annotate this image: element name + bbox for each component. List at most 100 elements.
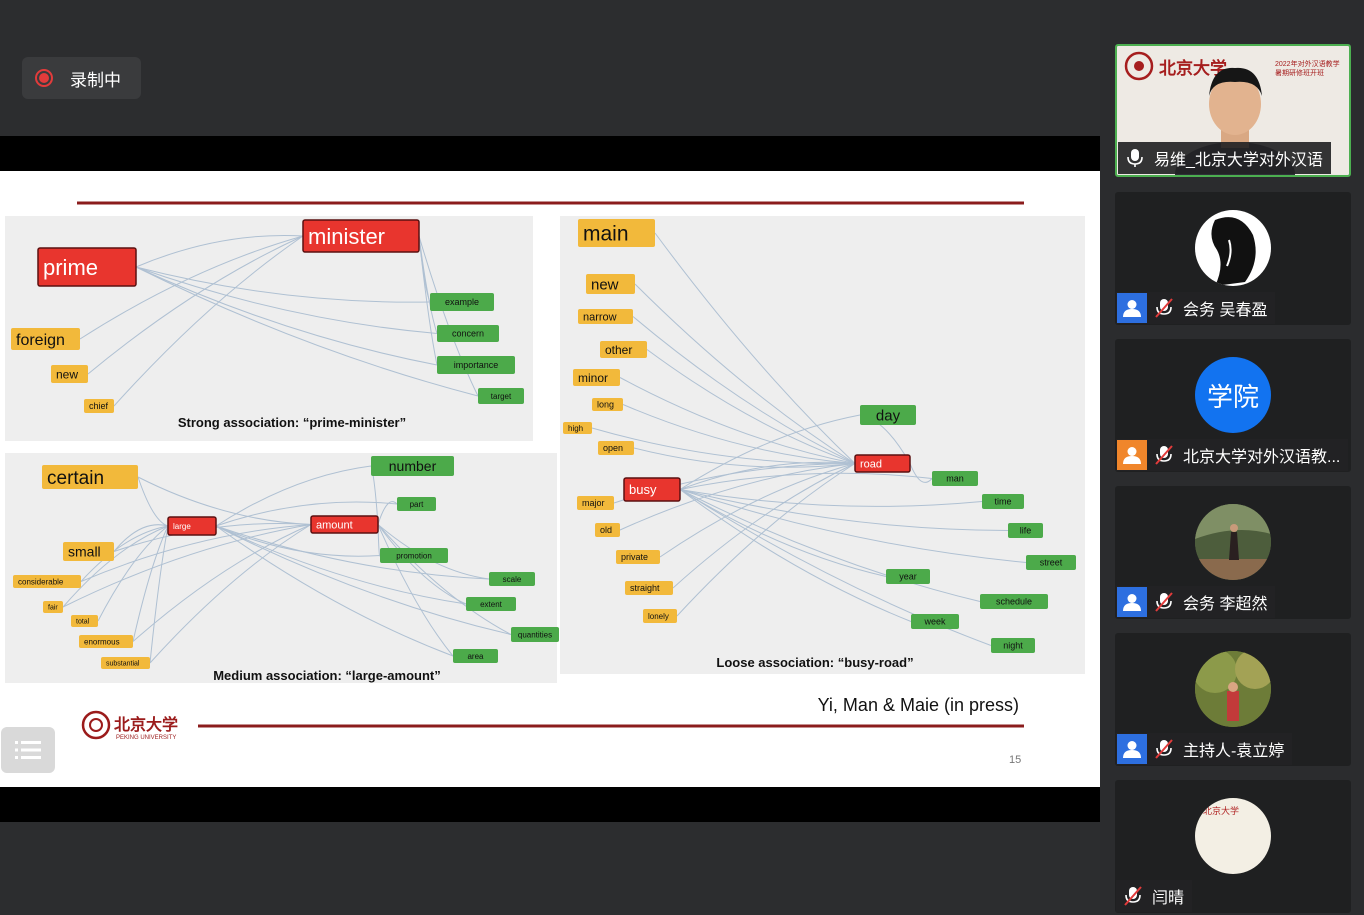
word-label: minor — [578, 371, 608, 385]
word-node-importance: importance — [437, 356, 515, 374]
participant-label: 主持人-袁立婷 — [1116, 733, 1293, 765]
word-label: open — [603, 443, 623, 453]
word-label: prime — [43, 255, 98, 280]
word-node-old: old — [595, 523, 620, 537]
letterbox-bottom — [0, 787, 1100, 822]
association-edge — [654, 232, 856, 464]
avatar: 北京大学 — [1195, 798, 1271, 874]
association-edge — [377, 501, 398, 525]
word-label: substantial — [106, 661, 140, 668]
participant-label: 北京大学对外汉语教... — [1116, 439, 1349, 471]
svg-text:暑期研修班开班: 暑期研修班开班 — [1275, 68, 1324, 77]
avatar — [1195, 210, 1271, 286]
association-edge — [62, 524, 312, 608]
association-edge — [619, 463, 856, 531]
word-node-small: small — [63, 542, 114, 561]
association-edge — [418, 235, 438, 366]
menu-button[interactable] — [1, 727, 55, 773]
recording-indicator[interactable]: 录制中 — [22, 57, 141, 99]
word-label: considerable — [18, 577, 64, 586]
user-icon — [1117, 440, 1147, 470]
word-node-enormous: enormous — [79, 635, 133, 648]
association-edge — [215, 525, 512, 635]
caption-loose: Loose association: “busy-road” — [716, 655, 913, 670]
participant-tile[interactable]: 学院 北京大学对外汉语教... — [1115, 339, 1351, 472]
word-label: promotion — [396, 551, 432, 560]
word-node-other: other — [600, 341, 647, 358]
word-node-man: man — [932, 471, 978, 486]
participant-name: 会务 李超然 — [1183, 596, 1268, 613]
word-node-day: day — [860, 405, 916, 425]
word-label: life — [1020, 526, 1032, 536]
user-icon — [1117, 734, 1147, 764]
association-edge — [135, 266, 479, 397]
word-label: schedule — [996, 597, 1032, 607]
association-edge — [135, 266, 438, 366]
citation: Yi, Man & Maie (in press) — [818, 695, 1019, 715]
caption-strong: Strong association: “prime-minister” — [178, 415, 406, 430]
association-edge — [646, 349, 856, 464]
word-label: certain — [47, 468, 104, 489]
svg-text:2022年对外汉语教学: 2022年对外汉语教学 — [1275, 59, 1340, 68]
recording-label: 录制中 — [70, 70, 121, 90]
participant-tile[interactable]: 主持人-袁立婷 — [1115, 633, 1351, 766]
association-nodes: primeministerforeignnewchiefexampleconce… — [11, 219, 1076, 669]
association-edge — [215, 525, 467, 605]
word-node-street: street — [1026, 555, 1076, 570]
word-label: new — [591, 276, 619, 293]
word-node-foreign: foreign — [11, 328, 80, 350]
word-label: total — [76, 619, 90, 626]
word-label: importance — [454, 360, 499, 370]
participant-tile-speaker[interactable]: 北京大学 2022年对外汉语教学 暑期研修班开班 易维_北京大学对外汉语 — [1115, 44, 1351, 177]
word-node-amount: amount — [310, 515, 379, 534]
association-edge — [135, 235, 304, 268]
word-node-private: private — [616, 550, 660, 564]
word-label: new — [56, 367, 78, 381]
word-label: foreign — [16, 332, 65, 349]
association-edge — [679, 489, 912, 622]
list-icon — [15, 741, 41, 759]
banner-title: 北京大学 — [1159, 58, 1227, 78]
mic-muted-icon — [1151, 589, 1177, 615]
word-label: high — [568, 424, 583, 433]
participant-tile[interactable]: 会务 李超然 — [1115, 486, 1351, 619]
word-label: part — [410, 500, 425, 509]
word-node-night: night — [991, 638, 1035, 653]
association-edge — [215, 525, 454, 657]
word-node-fair: fair — [43, 601, 63, 613]
association-edge — [113, 524, 169, 552]
word-node-substantial: substantial — [101, 657, 150, 669]
mic-muted-icon — [1120, 883, 1146, 909]
word-label: time — [994, 497, 1011, 507]
microphone-icon — [1122, 145, 1148, 171]
association-edge — [132, 525, 169, 642]
word-node-number: number — [371, 456, 454, 476]
page-number: 15 — [1009, 754, 1021, 766]
association-edge — [679, 489, 887, 577]
photo-text: 北京大学 — [1203, 805, 1239, 816]
word-node-area: area — [453, 649, 498, 663]
word-label: small — [68, 544, 101, 560]
word-label: road — [860, 458, 882, 470]
association-edge — [135, 266, 431, 303]
word-label: concern — [452, 329, 484, 339]
pku-logo: 北京大学 PEKING UNIVERSITY — [81, 710, 178, 741]
word-label: area — [467, 652, 484, 661]
participant-label: 会务 吴春盈 — [1116, 292, 1276, 324]
word-label: target — [491, 392, 512, 401]
participant-tile[interactable]: 北京大学 闫晴 — [1115, 780, 1351, 913]
association-edge — [679, 489, 1027, 563]
participant-name: 主持人-袁立婷 — [1183, 743, 1285, 760]
participant-tile[interactable]: 会务 吴春盈 — [1115, 192, 1351, 325]
association-edge — [679, 489, 1009, 531]
word-node-week: week — [911, 614, 959, 629]
association-edge — [634, 283, 856, 464]
word-label: straight — [630, 583, 660, 593]
avatar — [1195, 651, 1271, 727]
participant-label: 闫晴 — [1116, 880, 1193, 912]
word-node-time: time — [982, 494, 1024, 509]
association-edge — [62, 525, 169, 608]
word-label: large — [173, 522, 191, 531]
association-edge — [79, 235, 304, 340]
